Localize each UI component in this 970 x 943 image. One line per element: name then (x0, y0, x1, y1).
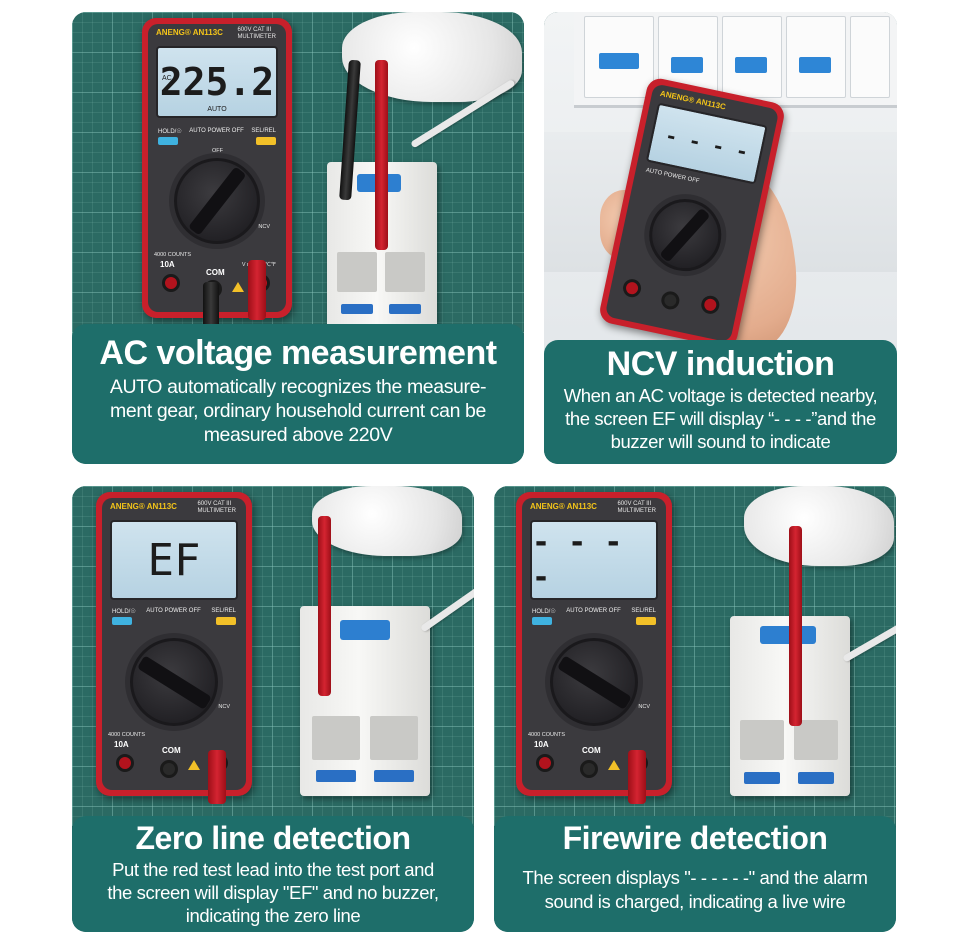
lcd-reading: 225.2 (159, 60, 275, 104)
lcd-screen: EF (110, 520, 238, 600)
card-photo: ANENG® AN113C - - - - AUTO POWER OFF (544, 12, 897, 362)
card-caption: Firewire detection The screen displays "… (494, 816, 896, 932)
sel-rel-button[interactable] (256, 137, 276, 145)
card-description: AUTO automatically recognizes the measur… (109, 376, 487, 446)
circuit-breaker (730, 616, 850, 796)
warning-icon (188, 760, 200, 770)
card-caption: Zero line detection Put the red test lea… (72, 816, 474, 932)
sel-rel-button[interactable] (636, 617, 656, 625)
card-description: Put the red test lead into the test port… (107, 859, 439, 926)
rotary-dial[interactable] (130, 638, 218, 726)
hold-button[interactable] (158, 137, 178, 145)
red-probe (318, 516, 331, 696)
warning-icon (232, 282, 244, 292)
card-description: When an AC voltage is detected nearby, t… (563, 385, 878, 452)
lcd-reading: - - - - (663, 123, 751, 165)
warning-icon (608, 760, 620, 770)
rotary-dial[interactable] (550, 638, 638, 726)
lcd-reading: EF (147, 534, 201, 586)
lcd-reading: - - - - (532, 525, 623, 595)
brand-label: ANENG® AN113C (156, 28, 223, 37)
rotary-dial[interactable] (642, 192, 728, 278)
jack-10a[interactable] (162, 274, 180, 292)
sel-rel-button[interactable] (216, 617, 236, 625)
lcd-screen: AC 225.2 AUTO (156, 46, 278, 118)
hold-button[interactable] (532, 617, 552, 625)
glove (744, 486, 894, 566)
card-title: AC voltage measurement (99, 334, 497, 372)
card-title: NCV induction (606, 345, 835, 383)
card-title: Zero line detection (135, 820, 411, 856)
card-title: Firewire detection (562, 820, 828, 856)
glove (312, 486, 462, 556)
hold-button[interactable] (112, 617, 132, 625)
red-probe (789, 526, 802, 726)
card-description: The screen displays "- - - - - -" and th… (522, 867, 868, 912)
dial-knob (187, 166, 247, 236)
glove (342, 12, 522, 102)
card-caption: NCV induction When an AC voltage is dete… (544, 340, 897, 464)
lcd-mode: AUTO (207, 106, 227, 113)
card-caption: AC voltage measurement AUTO automaticall… (72, 324, 524, 464)
rotary-dial[interactable] (174, 158, 260, 244)
lcd-screen: - - - - (530, 520, 658, 600)
card-ncv-induction: ANENG® AN113C - - - - AUTO POWER OFF NCV… (544, 12, 897, 464)
red-probe (375, 60, 388, 250)
